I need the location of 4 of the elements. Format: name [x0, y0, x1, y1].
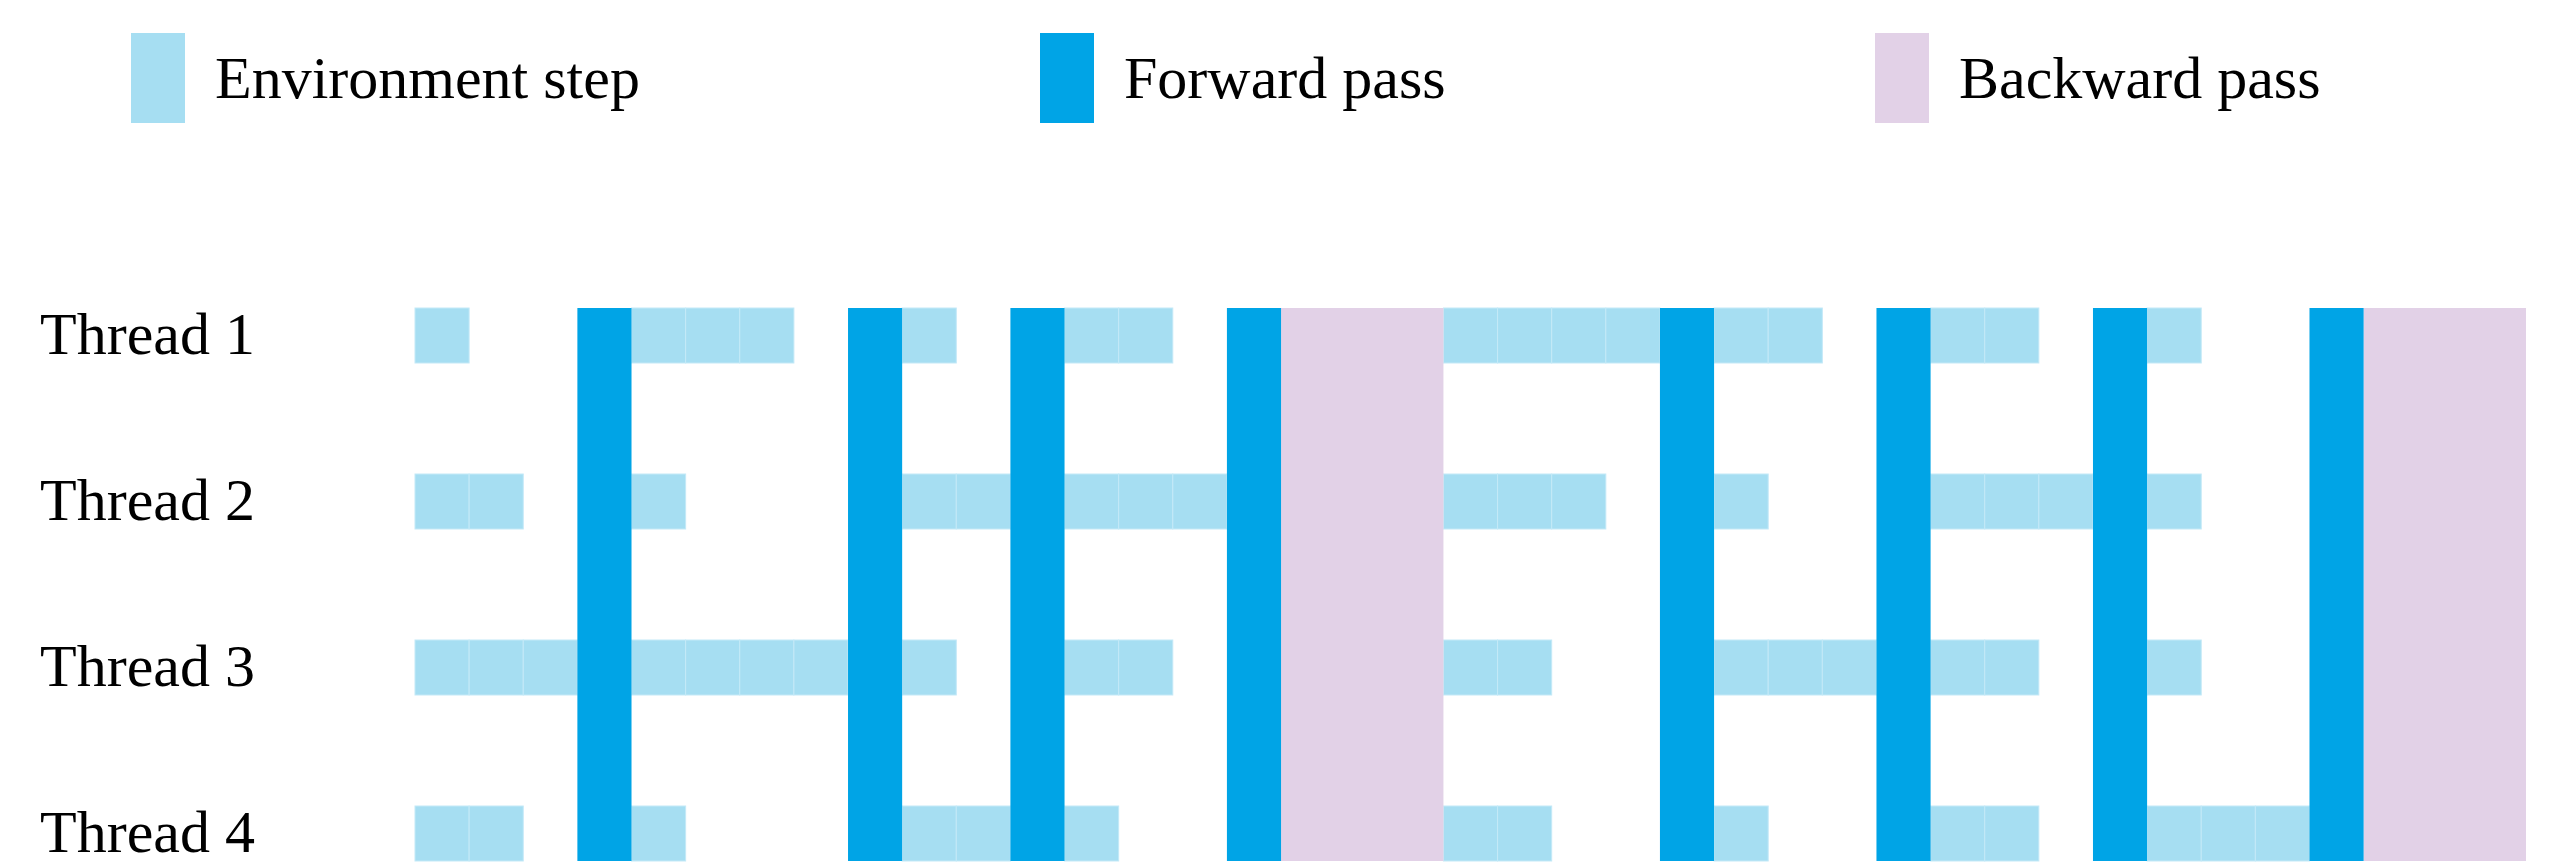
thread-label: Thread 3: [40, 635, 255, 696]
thread-label: Thread 2: [40, 469, 255, 530]
thread-label: Thread 1: [40, 303, 255, 364]
thread-label: Thread 4: [40, 801, 255, 862]
